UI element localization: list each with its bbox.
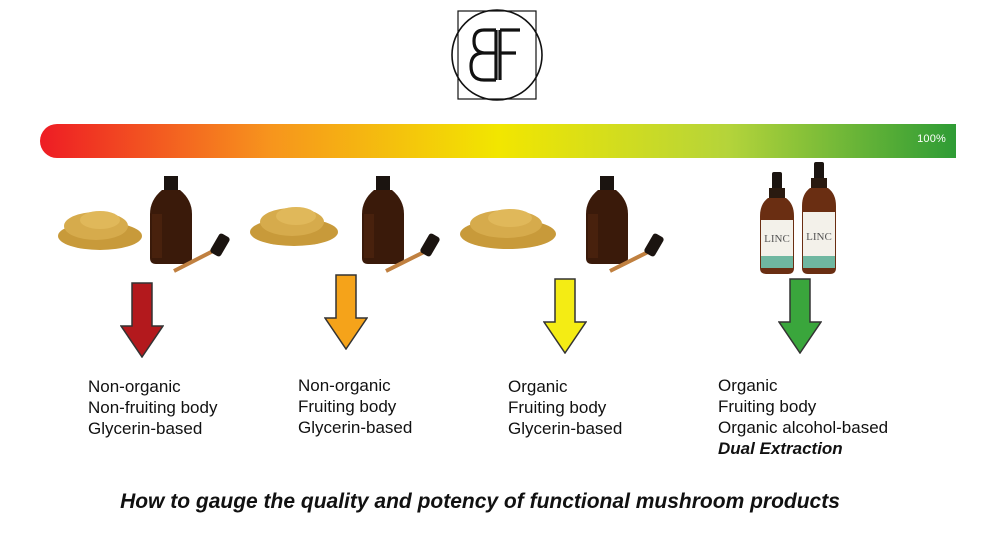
product-linc-bottles: LINC LINC <box>760 162 836 274</box>
arrow-down-icon-1 <box>120 282 164 358</box>
tier-line: Glycerin-based <box>298 418 413 437</box>
product-powder-bottle-2 <box>250 176 440 273</box>
tier-line: Glycerin-based <box>508 419 623 438</box>
tier-description-3: Organic Fruiting body Glycerin-based <box>508 376 622 439</box>
tier-line: Organic alcohol-based <box>718 418 889 437</box>
tier-line: Glycerin-based <box>88 419 203 438</box>
tier-emphasis: Dual Extraction <box>718 439 843 458</box>
scale-end-label: 100% <box>917 133 946 145</box>
tier-description-1: Non-organic Non-fruiting body Glycerin-b… <box>88 376 217 439</box>
tier-line: Organic <box>508 377 568 396</box>
tier-line: Fruiting body <box>298 397 397 416</box>
tier-line: Non-organic <box>88 377 181 396</box>
tier-line: Organic <box>718 376 778 395</box>
tier-description-2: Non-organic Fruiting body Glycerin-based <box>298 375 412 438</box>
brand-logo <box>451 9 543 101</box>
product-label-right: LINC <box>806 231 832 243</box>
logo-f-glyph <box>498 28 520 80</box>
tier-description-4: Organic Fruiting body Organic alcohol-ba… <box>718 375 888 459</box>
product-label-left: LINC <box>764 233 790 245</box>
logo-b-glyph <box>469 28 498 82</box>
arrow-down-icon-3 <box>543 278 587 354</box>
page-caption: How to gauge the quality and potency of … <box>120 490 840 513</box>
tier-line: Non-fruiting body <box>88 398 218 417</box>
arrow-down-icon-4 <box>778 278 822 354</box>
product-powder-bottle-3 <box>460 176 664 273</box>
tier-line: Fruiting body <box>718 397 817 416</box>
arrow-down-icon-2 <box>324 274 368 350</box>
tier-line: Fruiting body <box>508 398 607 417</box>
quality-gradient-bar: 100% <box>40 124 956 158</box>
product-powder-bottle-1 <box>58 176 230 273</box>
tier-line: Non-organic <box>298 376 391 395</box>
